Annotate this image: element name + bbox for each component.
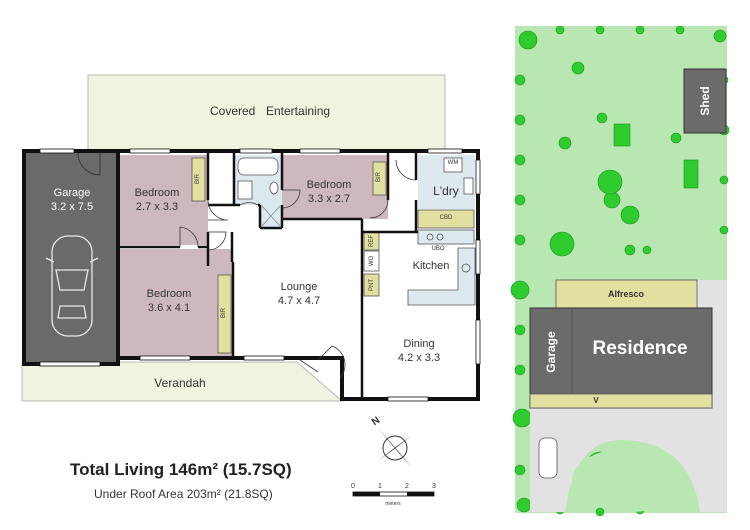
cooktop-icon xyxy=(426,233,434,241)
windows xyxy=(39,148,481,402)
scale-tick-3: 3 xyxy=(432,483,436,490)
site-verandah xyxy=(529,393,713,409)
hall-room xyxy=(208,205,260,249)
sink-icon xyxy=(461,263,471,273)
scale-tick-1: 1 xyxy=(378,483,382,490)
bedroom-1-name: Bedroom xyxy=(134,187,180,199)
laundry-tub-icon xyxy=(463,177,474,195)
bedroom-2-name: Bedroom xyxy=(306,179,352,191)
cooktop-icon-2 xyxy=(436,233,444,241)
bedroom-3-dims: 3.6 x 4.1 xyxy=(147,302,191,314)
site-garage-label: Garage xyxy=(544,331,558,373)
pnt-cupboard xyxy=(363,273,380,297)
washing-machine-icon xyxy=(443,157,463,173)
robe-2 xyxy=(372,161,387,196)
robe-3-label: BIR xyxy=(221,308,227,319)
scale-bar xyxy=(352,491,435,497)
ubo-label: UBO xyxy=(431,246,445,252)
wo-cupboard xyxy=(363,250,380,272)
verandah-name: Verandah xyxy=(154,376,206,390)
scale-tick-2: 2 xyxy=(405,483,409,490)
garage-dims: 3.2 x 7.5 xyxy=(50,201,94,213)
robe-2-label: BIR xyxy=(376,172,382,183)
bedroom-1-dims: 2.7 x 3.3 xyxy=(135,201,179,213)
cbd-label: CBD xyxy=(439,215,453,221)
dining-dims: 4.2 x 3.3 xyxy=(397,352,441,364)
driveway xyxy=(530,408,727,512)
doors xyxy=(77,152,417,379)
site-verandah-label: V xyxy=(593,396,599,405)
covered-label-word2: Entertaining xyxy=(266,104,331,118)
interior-walls xyxy=(120,153,418,399)
garage-room xyxy=(26,153,116,362)
shed-label: Shed xyxy=(698,86,712,116)
scale-unit: meters xyxy=(385,501,401,507)
bedroom-2-room xyxy=(282,155,388,219)
toilet-icon xyxy=(269,181,279,195)
bedroom-3-room xyxy=(120,249,233,358)
kitchen-bench xyxy=(407,247,476,306)
lounge-dims: 4.7 x 4.7 xyxy=(277,295,321,307)
shower-icon xyxy=(261,205,281,227)
under-roof-area: Under Roof Area 203m² (21.8SQ) xyxy=(94,487,273,501)
ref-label: REF xyxy=(369,235,375,247)
north-compass-icon xyxy=(378,428,412,468)
dining-name: Dining xyxy=(403,338,435,350)
robe-3 xyxy=(217,274,232,354)
alfresco-label: Alfresco xyxy=(607,289,644,299)
garage-name: Garage xyxy=(53,187,91,199)
bedroom-2-dims: 3.3 x 2.7 xyxy=(307,193,351,205)
garden-bed-2 xyxy=(683,159,699,189)
cbd-cupboard xyxy=(417,209,475,229)
shed-building xyxy=(683,68,727,134)
covered-label-word1: Covered xyxy=(210,104,256,118)
driveway-island xyxy=(572,448,688,512)
scale-tick-0: 0 xyxy=(351,483,355,490)
garden-bed xyxy=(613,123,631,147)
site-car-icon xyxy=(538,437,558,479)
residence-label: Residence xyxy=(592,338,688,359)
total-living: Total Living 146m² (15.7SQ) xyxy=(70,460,292,479)
covered-entertaining-area xyxy=(87,74,446,152)
pnt-label: PNT xyxy=(369,279,375,291)
kitchen-name: Kitchen xyxy=(412,260,450,272)
car-icon xyxy=(45,235,99,337)
wm-label: WM xyxy=(447,160,459,166)
bathtub-icon xyxy=(237,157,279,176)
robe-1-label: BIR xyxy=(195,174,201,185)
bedroom-3-name: Bedroom xyxy=(146,288,192,300)
laundry-name: L'dry xyxy=(433,184,459,198)
vanity-icon xyxy=(237,180,253,200)
wo-label: WO xyxy=(369,255,375,267)
kitchen-back-bench xyxy=(417,229,475,245)
lounge-name: Lounge xyxy=(280,281,318,293)
robe-1 xyxy=(191,157,206,202)
